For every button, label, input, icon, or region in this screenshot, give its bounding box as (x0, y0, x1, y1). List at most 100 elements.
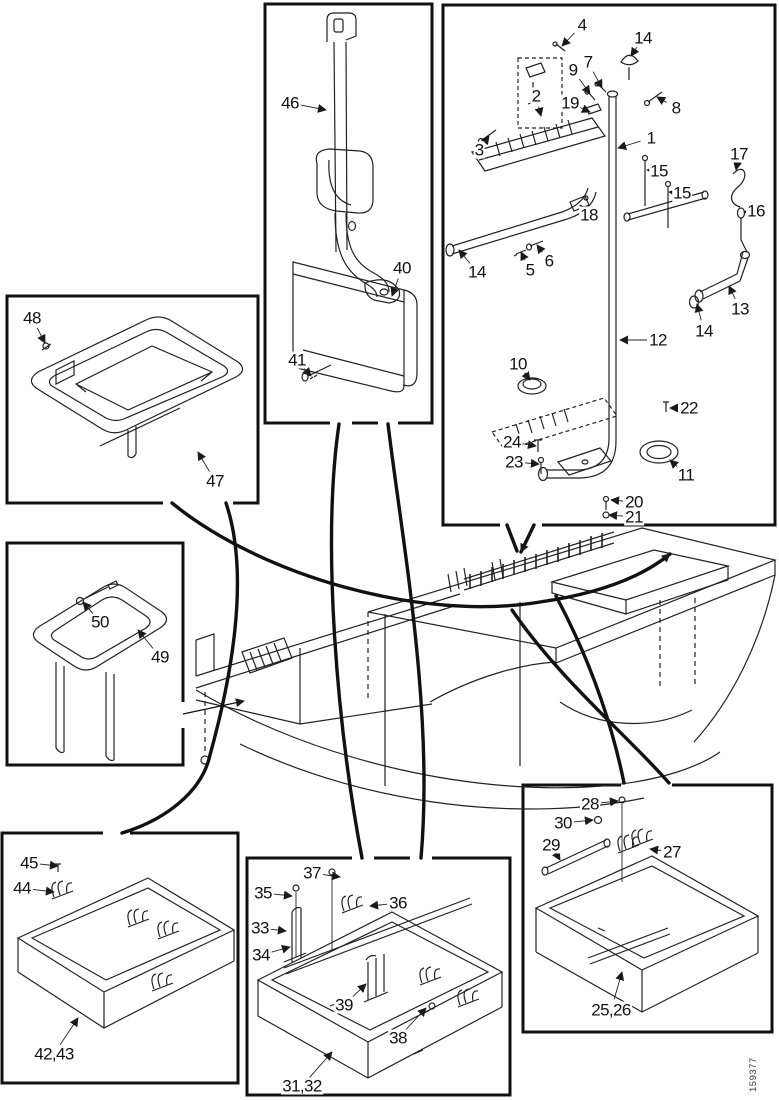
clip-27 (617, 834, 640, 854)
part-label-15: 15 (672, 183, 692, 203)
leader-line (630, 46, 640, 57)
part-label-17: 17 (729, 144, 749, 164)
leader-line (728, 285, 737, 300)
leader-line (610, 496, 624, 506)
part-label-46: 46 (280, 93, 300, 113)
panel-border-tray-middle (245, 856, 512, 1097)
leader-line (59, 1017, 79, 1046)
part-label-48: 48 (22, 308, 42, 328)
part-label-28: 28 (580, 794, 600, 814)
leader-line (197, 451, 210, 472)
part-label-33: 33 (250, 918, 270, 938)
part-label-8: 8 (670, 98, 682, 118)
panel-border-stand (5, 541, 185, 767)
manifold (471, 117, 606, 172)
part-label-30: 30 (553, 813, 573, 833)
bracket-33-34 (283, 906, 307, 963)
leader-line (458, 249, 471, 264)
leader-line (271, 944, 291, 954)
part-label-3: 3 (473, 140, 485, 160)
panel-border-harness (441, 3, 777, 527)
central-assembly-drawing (195, 527, 777, 810)
basket-panel-drawing (30, 316, 244, 459)
part-label-7: 7 (582, 52, 594, 72)
leader-line (600, 797, 619, 807)
part-label-35: 35 (253, 883, 273, 903)
leader-line (273, 890, 293, 900)
leader-line (520, 251, 529, 262)
part-label-25-26: 25,26 (590, 1000, 632, 1020)
tray-middle-panel-drawing (256, 868, 504, 1079)
clip-44 (51, 880, 74, 900)
screw-38 (428, 1002, 436, 1010)
part-label-20: 20 (624, 492, 644, 512)
screw-30 (593, 815, 603, 825)
part-label-4: 4 (576, 15, 588, 35)
part-label-9: 9 (567, 60, 579, 80)
part-label-21: 21 (624, 507, 644, 527)
part-label-2: 2 (530, 86, 542, 106)
part-label-18: 18 (579, 205, 599, 225)
part-label-47: 47 (205, 471, 225, 491)
part-label-27: 27 (662, 842, 682, 862)
part-label-34: 34 (251, 945, 271, 965)
leader-line (617, 140, 641, 150)
part-label-22: 22 (679, 398, 699, 418)
elbow-13 (699, 251, 749, 300)
tray-left-panel-drawing (16, 863, 236, 1029)
part-label-31-32: 31,32 (281, 1076, 323, 1096)
stand-leader-line (182, 698, 245, 715)
part-label-12: 12 (648, 330, 668, 350)
leader-line (351, 983, 367, 998)
leader-line (552, 850, 561, 861)
bar-29 (545, 839, 609, 875)
leader-line (270, 925, 287, 935)
leader-line (480, 135, 490, 146)
part-label-5: 5 (524, 260, 536, 280)
bolt-41 (301, 372, 309, 382)
part-label-42-43: 42,43 (33, 1044, 75, 1064)
part-label-49: 49 (150, 647, 170, 667)
part-label-14: 14 (694, 321, 714, 341)
part-label-13: 13 (730, 299, 750, 319)
leader-line (694, 303, 704, 321)
leader-line (608, 511, 624, 521)
leader-line (649, 845, 662, 855)
leader-line (524, 458, 540, 468)
panel-leader-curves (120, 422, 672, 860)
part-label-16: 16 (746, 201, 766, 221)
harness-panel-drawing (445, 41, 751, 519)
part-label-6: 6 (543, 251, 555, 271)
part-label-36: 36 (388, 893, 408, 913)
connector-strip (469, 533, 603, 589)
callout-leader-layer (32, 32, 753, 1079)
part-label-19: 19 (560, 93, 580, 113)
leader-line (536, 244, 546, 255)
leader-line (32, 886, 55, 896)
leader-line (579, 104, 591, 113)
leader-line (322, 871, 341, 881)
part-label-45: 45 (19, 853, 39, 873)
part-label-14: 14 (467, 262, 487, 282)
leader-line (592, 71, 603, 89)
part-label-11: 11 (676, 465, 696, 485)
leader-line (733, 161, 742, 171)
leader-line (369, 900, 388, 910)
leader-line (39, 860, 59, 870)
tray-right-panel-drawing (534, 796, 760, 1013)
leader-line (561, 32, 575, 47)
leader-line (390, 278, 399, 297)
stand-panel-drawing (32, 580, 168, 762)
part-label-44: 44 (12, 878, 32, 898)
leader-line (302, 366, 312, 377)
part-label-14: 14 (633, 28, 653, 48)
screw-28 (618, 796, 626, 804)
leader-line (656, 96, 667, 105)
leader-line (300, 104, 327, 113)
part-label-40: 40 (392, 258, 412, 278)
part-label-39: 39 (334, 995, 354, 1015)
leader-line (613, 971, 625, 1000)
part-label-41: 41 (287, 350, 307, 370)
